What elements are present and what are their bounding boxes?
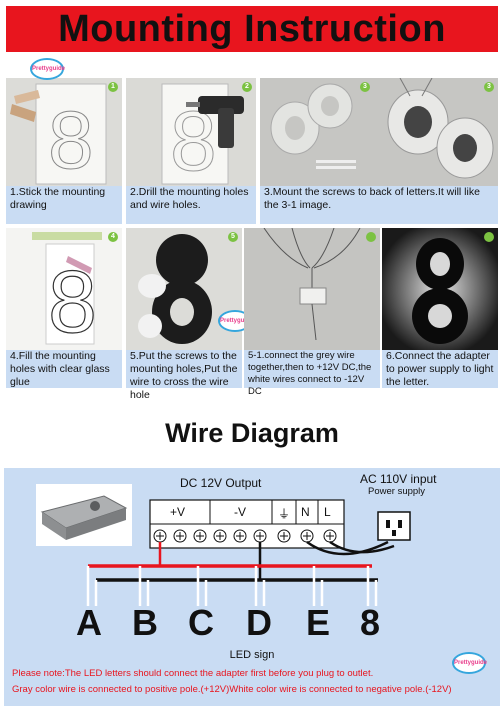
step-5-caption: 5.Put the screws to the mounting holes,P… bbox=[130, 350, 238, 401]
step-4-caption: 4.Fill the mounting holes with clear gla… bbox=[10, 350, 110, 388]
svg-text:8: 8 bbox=[48, 95, 94, 186]
step-6-caption: 6.Connect the adapter to power supply to… bbox=[386, 350, 494, 388]
step-number-badge: 1 bbox=[108, 82, 118, 92]
step-5-card: 5 Prettyguide 5.Put the screws to the mo… bbox=[126, 228, 253, 401]
drill-illustration: 8 bbox=[126, 78, 256, 186]
step-5-1-caption: 5-1.connect the grey wire together,then … bbox=[248, 350, 372, 397]
sign-letter-b: B bbox=[132, 602, 158, 643]
terminal-ground-label: ⏚ bbox=[278, 507, 291, 521]
step-2-photo: 8 bbox=[126, 78, 256, 186]
step-3-card: 3 3 3.Mount the screws to back of letter… bbox=[260, 78, 498, 224]
glue-illustration: 8 bbox=[6, 228, 122, 350]
step-2-card: 8 2 2.Drill the mounting holes and wire … bbox=[126, 78, 256, 224]
sign-letter-d: D bbox=[246, 602, 272, 643]
step-3-caption: 3.Mount the screws to back of letters.It… bbox=[264, 186, 480, 211]
step-number-badge: 5 bbox=[228, 232, 238, 242]
terminal-l-label: L bbox=[324, 505, 331, 519]
sign-letter-a: A bbox=[76, 602, 102, 643]
step-5-1-card: 5-1.connect the grey wire together,then … bbox=[244, 228, 380, 397]
step-number-badge: 3 bbox=[360, 82, 370, 92]
step-6-photo bbox=[382, 228, 498, 350]
wiring-illustration bbox=[244, 228, 380, 350]
power-supply-label: Power supply bbox=[368, 486, 426, 497]
led-sign-label: LED sign bbox=[229, 649, 275, 661]
dc-output-label: DC 12V Output bbox=[180, 476, 262, 490]
terminal-n-label: N bbox=[301, 505, 310, 519]
note-line-1: Please note:The LED letters should conne… bbox=[12, 668, 374, 679]
brand-logo: Prettyguide bbox=[30, 58, 65, 80]
sign-letter-e: E bbox=[306, 602, 331, 643]
drawing-illustration: 8 bbox=[6, 78, 122, 186]
title-banner: Mounting Instruction bbox=[6, 6, 498, 52]
step-number-badge: 4 bbox=[108, 232, 118, 242]
step-3-photo bbox=[260, 78, 498, 186]
terminal-minus-label: -V bbox=[234, 505, 246, 519]
sign-letter-c: C bbox=[188, 602, 214, 643]
step-number-badge bbox=[484, 232, 494, 242]
step-4-photo: 8 bbox=[6, 228, 122, 350]
step-5-1-photo bbox=[244, 228, 380, 350]
step-5-photo bbox=[126, 228, 242, 350]
step-1-caption: 1.Stick the mounting drawing bbox=[10, 186, 106, 211]
step-4-card: 8 4 4.Fill the mounting holes with clear… bbox=[6, 228, 122, 388]
terminal-screws bbox=[153, 529, 337, 543]
note-line-2: Gray color wire is connected to positive… bbox=[12, 684, 452, 695]
ac-input-label: AC 110V input bbox=[360, 472, 437, 486]
sign-letter-8: 8 bbox=[360, 602, 381, 643]
brand-logo: Prettyguide bbox=[452, 652, 487, 674]
page-title: Mounting Instruction bbox=[58, 7, 446, 50]
step-6-card: 6.Connect the adapter to power supply to… bbox=[382, 228, 498, 388]
step-2-caption: 2.Drill the mounting holes and wire hole… bbox=[130, 186, 249, 211]
step-1-card: 8 1 1.Stick the mounting drawing bbox=[6, 78, 122, 224]
step-number-badge: 3 bbox=[484, 82, 494, 92]
screw-insert-illustration bbox=[126, 228, 242, 350]
screws-illustration bbox=[260, 78, 498, 186]
terminal-plus-label: +V bbox=[170, 505, 186, 519]
step-number-badge: 2 bbox=[242, 82, 252, 92]
step-1-photo: 8 bbox=[6, 78, 122, 186]
wire-diagram-title: Wire Diagram bbox=[165, 418, 339, 448]
lit-letter-illustration bbox=[382, 228, 498, 350]
step-number-badge bbox=[366, 232, 376, 242]
